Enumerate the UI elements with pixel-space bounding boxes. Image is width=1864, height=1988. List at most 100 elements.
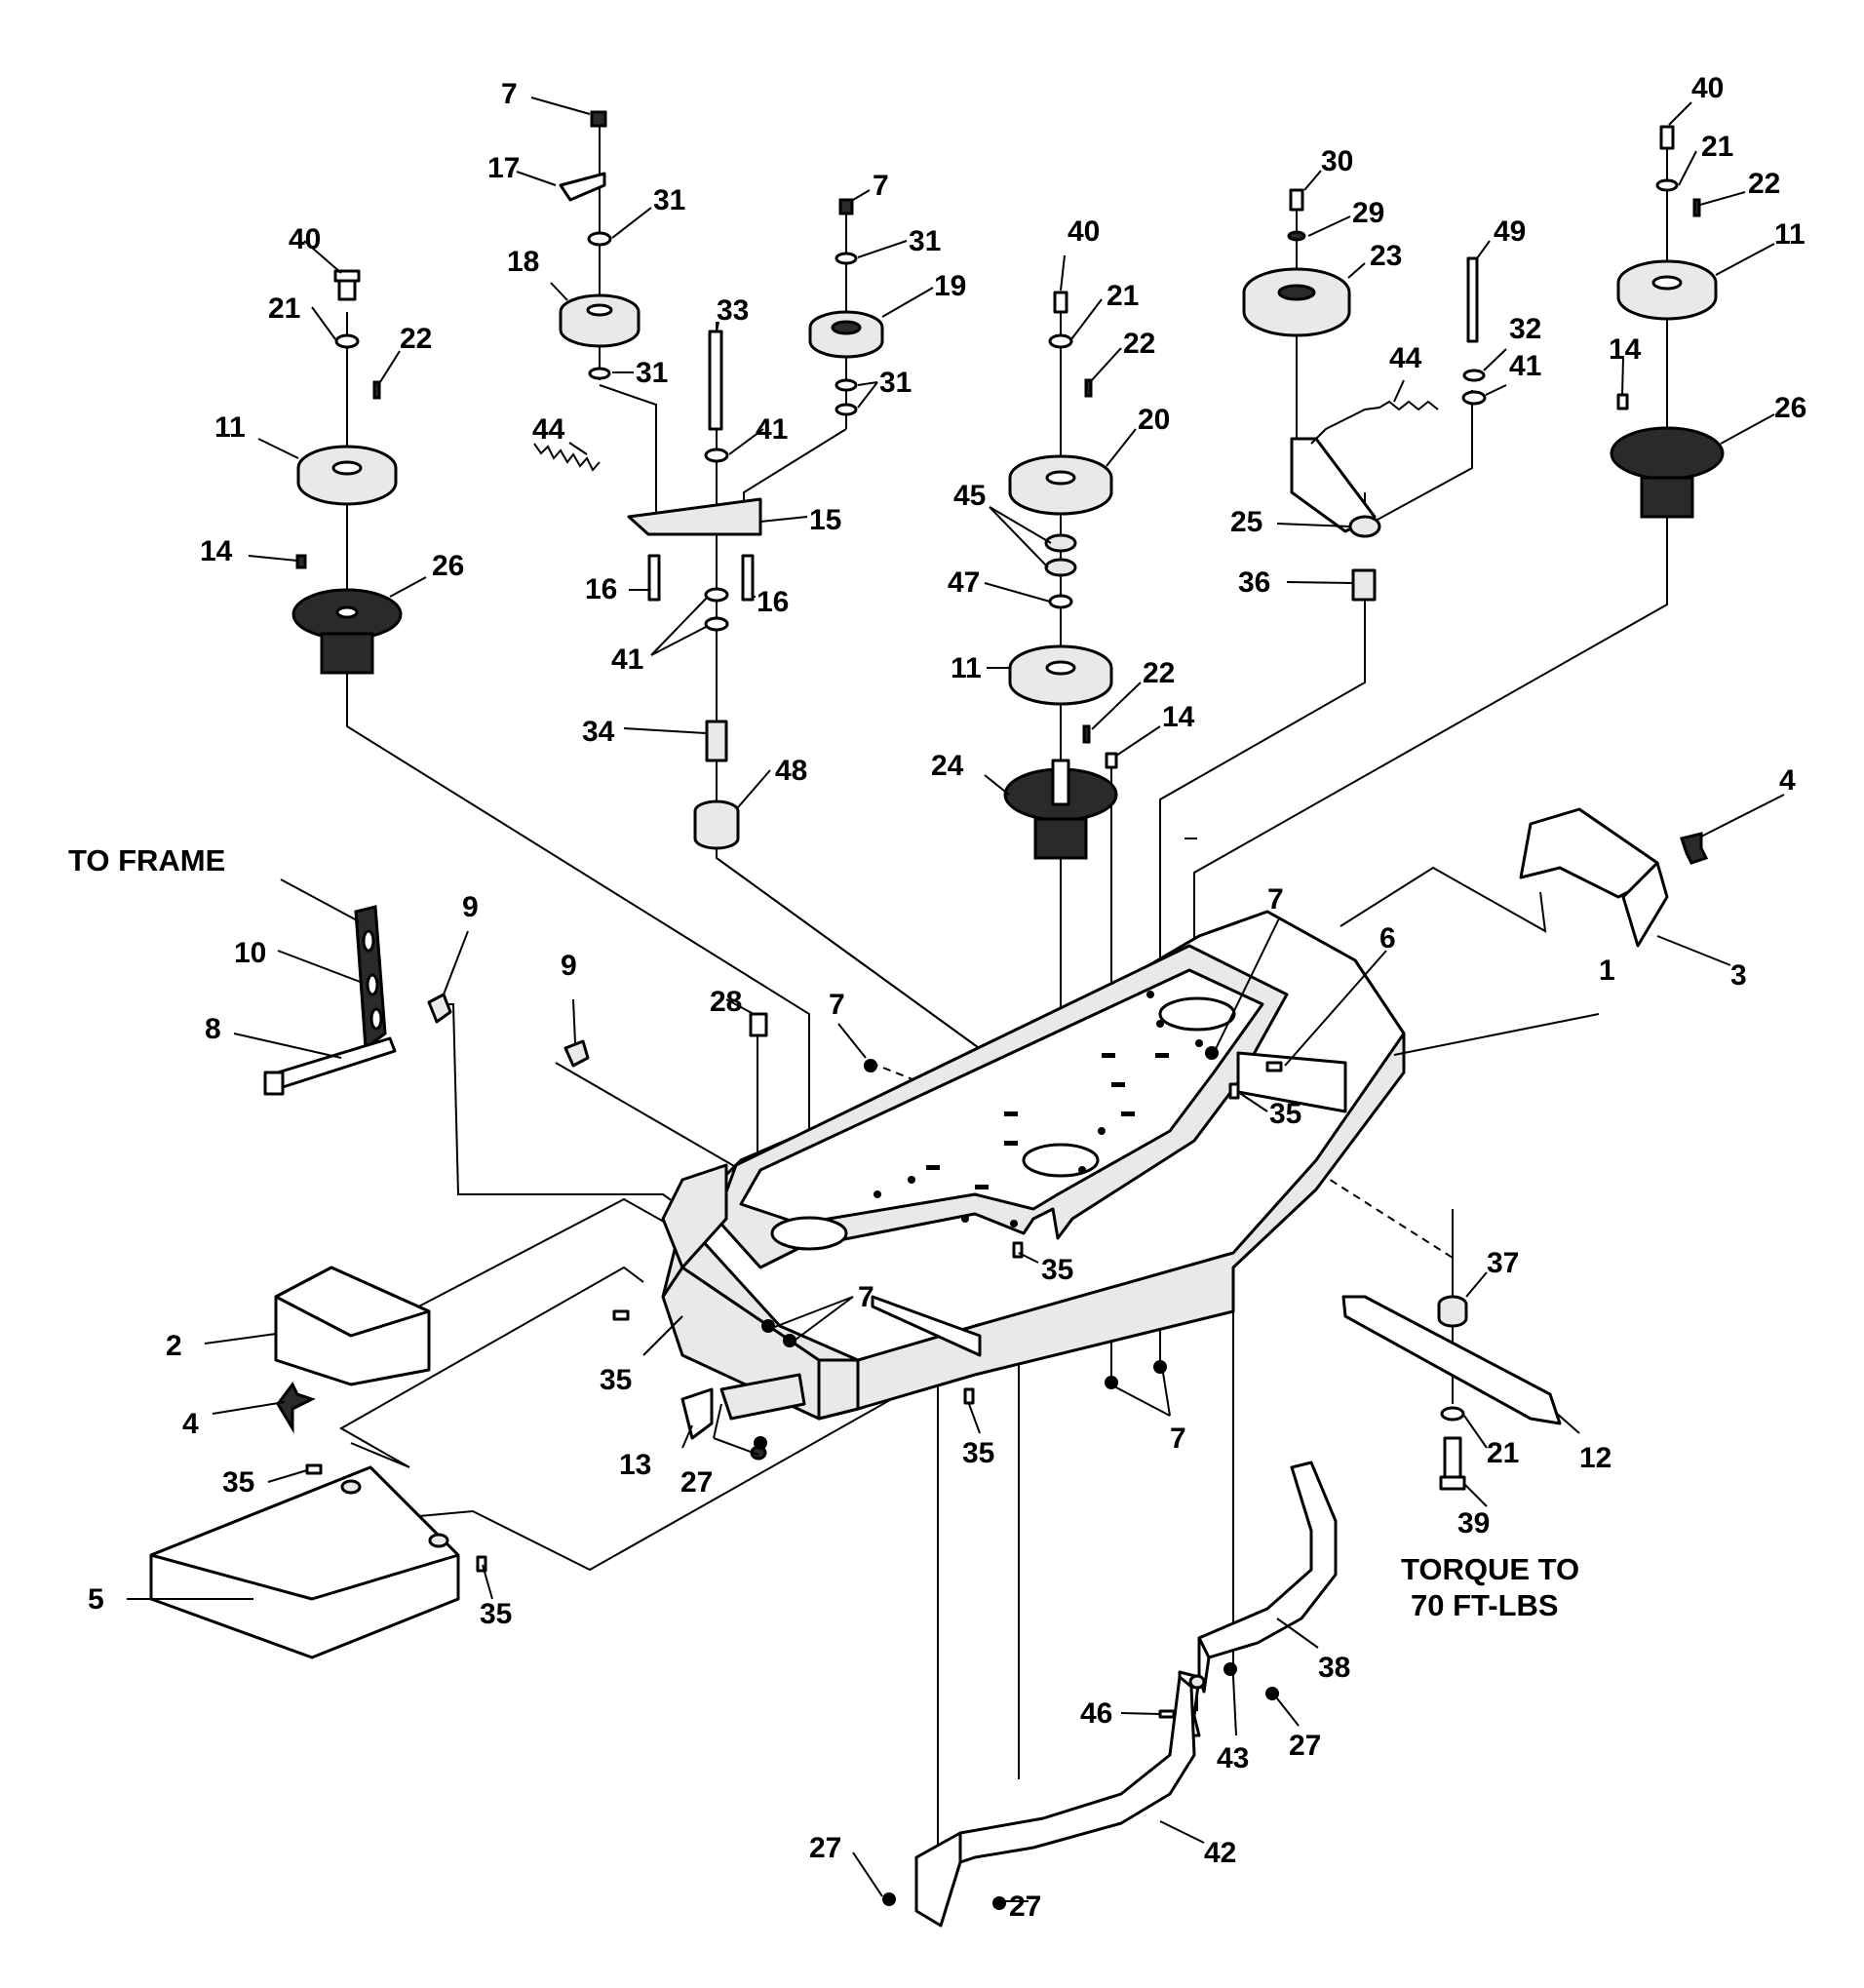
frame-link-10: [263, 905, 590, 1096]
shield-3-and-knob-4: [1519, 807, 1709, 948]
callout-7: 7: [858, 1281, 874, 1313]
callout-14: 14: [200, 535, 233, 567]
callout-35: 35: [480, 1598, 512, 1630]
callout-2: 2: [166, 1330, 182, 1362]
blade-12-and-hardware: [1341, 1295, 1562, 1491]
callout-4: 4: [182, 1408, 199, 1440]
callout-11: 11: [1774, 218, 1806, 251]
callout-21: 21: [268, 292, 300, 325]
callout-40: 40: [1691, 72, 1724, 104]
callout-22: 22: [400, 323, 432, 355]
callout-27: 27: [680, 1466, 713, 1499]
callout-numbers: 7 17 31 18 31 44 33 41 15 16 16 41 34 48…: [88, 72, 1806, 1923]
callout-43: 43: [1217, 1742, 1249, 1774]
callout-31: 31: [909, 225, 941, 257]
bracket-13-and-28: [680, 1012, 806, 1461]
callout-26: 26: [432, 550, 464, 582]
callout-7: 7: [1267, 883, 1284, 916]
callout-20: 20: [1138, 404, 1170, 436]
callout-22: 22: [1123, 328, 1155, 360]
center-spindle-stack: [1003, 291, 1118, 860]
callout-46: 46: [1080, 1697, 1112, 1730]
callout-5: 5: [88, 1583, 104, 1616]
callout-4: 4: [1779, 764, 1796, 797]
callout-12: 12: [1579, 1442, 1612, 1474]
callout-24: 24: [931, 750, 964, 782]
callout-41: 41: [756, 413, 788, 446]
callout-31: 31: [879, 367, 912, 399]
callout-45: 45: [953, 480, 986, 512]
callout-14: 14: [1162, 701, 1195, 733]
callout-31: 31: [636, 357, 668, 389]
callout-18: 18: [507, 246, 539, 278]
callout-33: 33: [717, 294, 749, 327]
left-spindle-stack: [291, 269, 403, 675]
callout-21: 21: [1107, 280, 1139, 312]
callout-39: 39: [1457, 1507, 1490, 1540]
callout-16: 16: [585, 573, 617, 605]
callout-7: 7: [873, 170, 889, 202]
callout-21: 21: [1701, 131, 1733, 163]
callout-14: 14: [1609, 333, 1642, 366]
callout-7: 7: [1170, 1423, 1186, 1455]
callout-23: 23: [1370, 240, 1402, 272]
callout-26: 26: [1774, 392, 1806, 424]
callout-28: 28: [710, 986, 742, 1018]
right-spindle-stack: [1610, 125, 1725, 519]
callout-30: 30: [1321, 145, 1353, 177]
callout-38: 38: [1318, 1652, 1350, 1684]
idler-18-stack: [559, 110, 641, 380]
callout-35: 35: [1041, 1254, 1073, 1286]
callout-leaders: [127, 97, 1785, 1902]
callout-27: 27: [1289, 1730, 1321, 1762]
callout-7: 7: [501, 78, 518, 110]
note-torque-line2: 70 FT-LBS: [1411, 1588, 1559, 1622]
callout-40: 40: [1068, 215, 1100, 248]
callout-29: 29: [1352, 197, 1384, 229]
chute-2-and-knob-4: [274, 1266, 431, 1434]
discharge-chute-5: [149, 1465, 460, 1659]
callout-17: 17: [487, 152, 520, 184]
note-to-frame: TO FRAME: [68, 843, 225, 877]
callout-16: 16: [757, 586, 789, 618]
callout-3: 3: [1730, 959, 1747, 992]
callout-42: 42: [1204, 1837, 1236, 1869]
callout-47: 47: [948, 566, 980, 599]
callout-35: 35: [1269, 1098, 1301, 1130]
callout-8: 8: [205, 1013, 221, 1045]
callout-41: 41: [1509, 350, 1541, 382]
callout-27: 27: [809, 1832, 841, 1864]
callout-34: 34: [582, 716, 615, 748]
callout-36: 36: [1238, 566, 1270, 599]
callout-1: 1: [1599, 955, 1615, 987]
callout-44: 44: [532, 413, 565, 446]
callout-25: 25: [1230, 506, 1262, 538]
mower-deck-shell: [661, 910, 1406, 1421]
spring-44-left: [533, 443, 601, 472]
callout-40: 40: [289, 223, 321, 255]
idler-23-arm-25: [1242, 188, 1487, 602]
callout-27: 27: [1009, 1891, 1041, 1923]
callout-37: 37: [1487, 1247, 1519, 1279]
callout-7: 7: [829, 989, 845, 1021]
callout-11: 11: [214, 411, 246, 444]
callout-35: 35: [222, 1466, 254, 1499]
skirt-38-and-42: [914, 1461, 1338, 1928]
callout-41: 41: [611, 643, 643, 676]
callout-44: 44: [1389, 342, 1422, 374]
callout-15: 15: [809, 504, 841, 536]
callout-22: 22: [1748, 168, 1780, 200]
callout-19: 19: [934, 270, 966, 302]
idler-arm-plate-15: [627, 330, 762, 850]
callout-6: 6: [1379, 922, 1396, 955]
callout-9: 9: [462, 891, 479, 923]
callout-48: 48: [775, 755, 807, 787]
assembly-lines: [338, 122, 1668, 1911]
callout-35: 35: [962, 1437, 994, 1469]
callout-9: 9: [561, 950, 577, 982]
callout-35: 35: [600, 1364, 632, 1396]
callout-21: 21: [1487, 1437, 1519, 1469]
callout-13: 13: [619, 1449, 651, 1481]
callout-11: 11: [951, 652, 982, 684]
